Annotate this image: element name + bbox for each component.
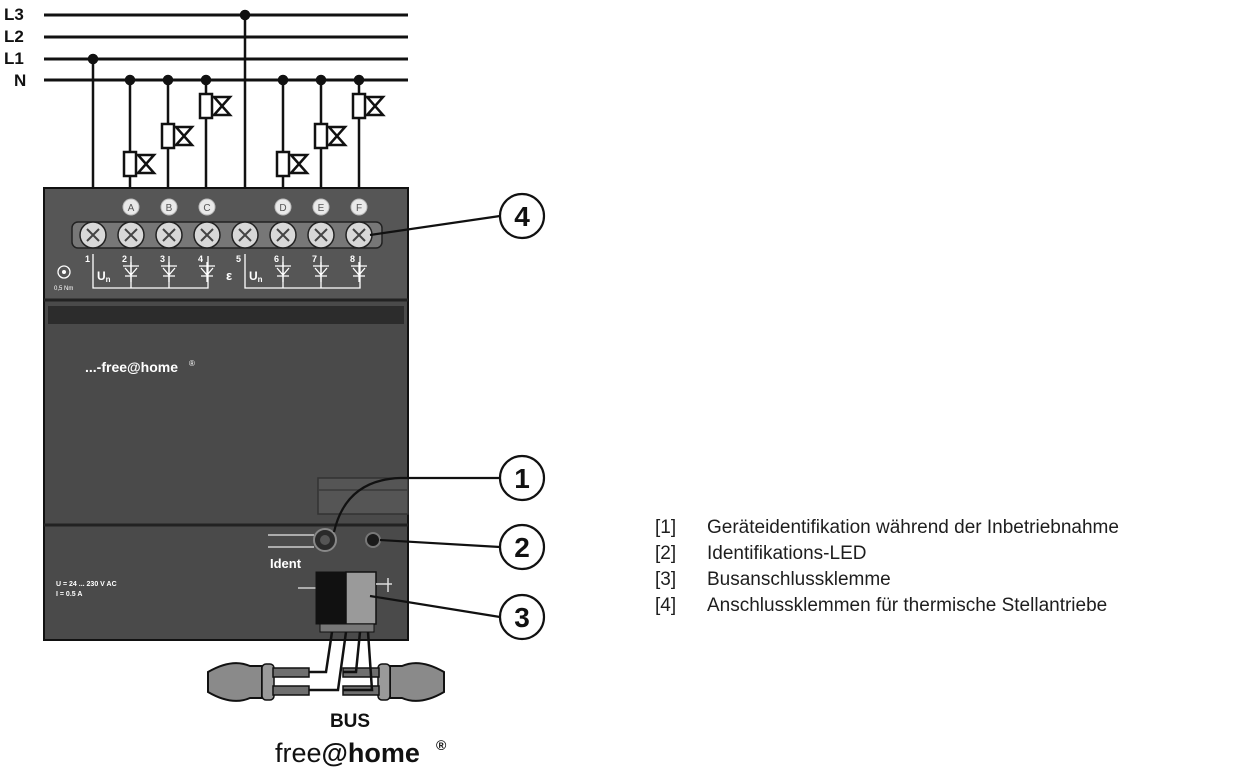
device-brand-reg: ® xyxy=(189,359,195,368)
label-l3: L3 xyxy=(4,5,24,24)
label-l2: L2 xyxy=(4,27,24,46)
legend-number: [3] xyxy=(655,569,677,590)
channel-c: C xyxy=(203,203,210,214)
terminal-number: 6 xyxy=(274,254,279,264)
channel-e: E xyxy=(318,203,325,214)
legend-text: Busanschlussklemme xyxy=(707,569,891,590)
rating-current: I = 0.5 A xyxy=(56,591,82,598)
callouts xyxy=(332,192,546,641)
terminal-strip: A B C D E F 1 2 3 4 5 6 7 8 xyxy=(54,198,383,292)
channel-b: B xyxy=(166,203,173,214)
supply-lines xyxy=(44,13,408,82)
callout-2: 2 xyxy=(514,532,530,563)
legend-item: [4] Anschlussklemmen für thermische Stel… xyxy=(655,593,1119,619)
un-label-right: Un xyxy=(249,269,263,284)
triac-symbols xyxy=(123,262,367,282)
legend-text: Identifikations-LED xyxy=(707,543,867,564)
bus-brand: free@home xyxy=(275,738,420,768)
legend-number: [4] xyxy=(655,595,677,616)
ident-label: Ident xyxy=(270,556,302,571)
legend-text: Geräteidentifikation während der Inbetri… xyxy=(707,517,1119,538)
label-n: N xyxy=(14,71,26,90)
legend-text: Anschlussklemmen für thermische Stellant… xyxy=(707,595,1108,616)
terminal-number: 4 xyxy=(198,254,203,264)
terminal-number: 7 xyxy=(312,254,317,264)
device-brand: ...-free@home xyxy=(85,359,178,375)
terminal-number: 1 xyxy=(85,254,90,264)
callout-4: 4 xyxy=(514,201,530,232)
rating-voltage: U = 24 ... 230 V AC xyxy=(56,581,117,588)
terminal-number: 2 xyxy=(122,254,127,264)
legend-number: [2] xyxy=(655,543,677,564)
terminal-number: 3 xyxy=(160,254,165,264)
actuators xyxy=(122,74,386,192)
callout-3: 3 xyxy=(514,602,530,633)
legend: [1] Geräteidentifikation während der Inb… xyxy=(655,515,1119,619)
ident-led xyxy=(365,532,381,548)
channel-d: D xyxy=(279,203,286,214)
un-label-left: Un xyxy=(97,269,111,284)
bus-brand-reg: ® xyxy=(436,737,447,753)
terminal-number: 8 xyxy=(350,254,355,264)
torque-label: 0,5 Nm xyxy=(54,286,73,292)
ident-button: Ident xyxy=(268,528,337,571)
supply-drops xyxy=(87,9,251,192)
channel-f: F xyxy=(356,203,362,214)
torque-icon: 0,5 Nm xyxy=(54,265,73,292)
legend-item: [1] Geräteidentifikation während der Inb… xyxy=(655,515,1119,541)
bus-terminal xyxy=(298,571,392,633)
earth-label: ε xyxy=(226,268,232,283)
channel-a: A xyxy=(128,203,135,214)
legend-item: [3] Busanschlussklemme xyxy=(655,567,1119,593)
bus-label: BUS xyxy=(330,711,370,732)
label-l1: L1 xyxy=(4,49,24,68)
terminal-number: 5 xyxy=(236,254,241,264)
bus-cables xyxy=(207,631,445,702)
callout-1: 1 xyxy=(514,463,530,494)
legend-item: [2] Identifikations-LED xyxy=(655,541,1119,567)
legend-number: [1] xyxy=(655,517,677,538)
